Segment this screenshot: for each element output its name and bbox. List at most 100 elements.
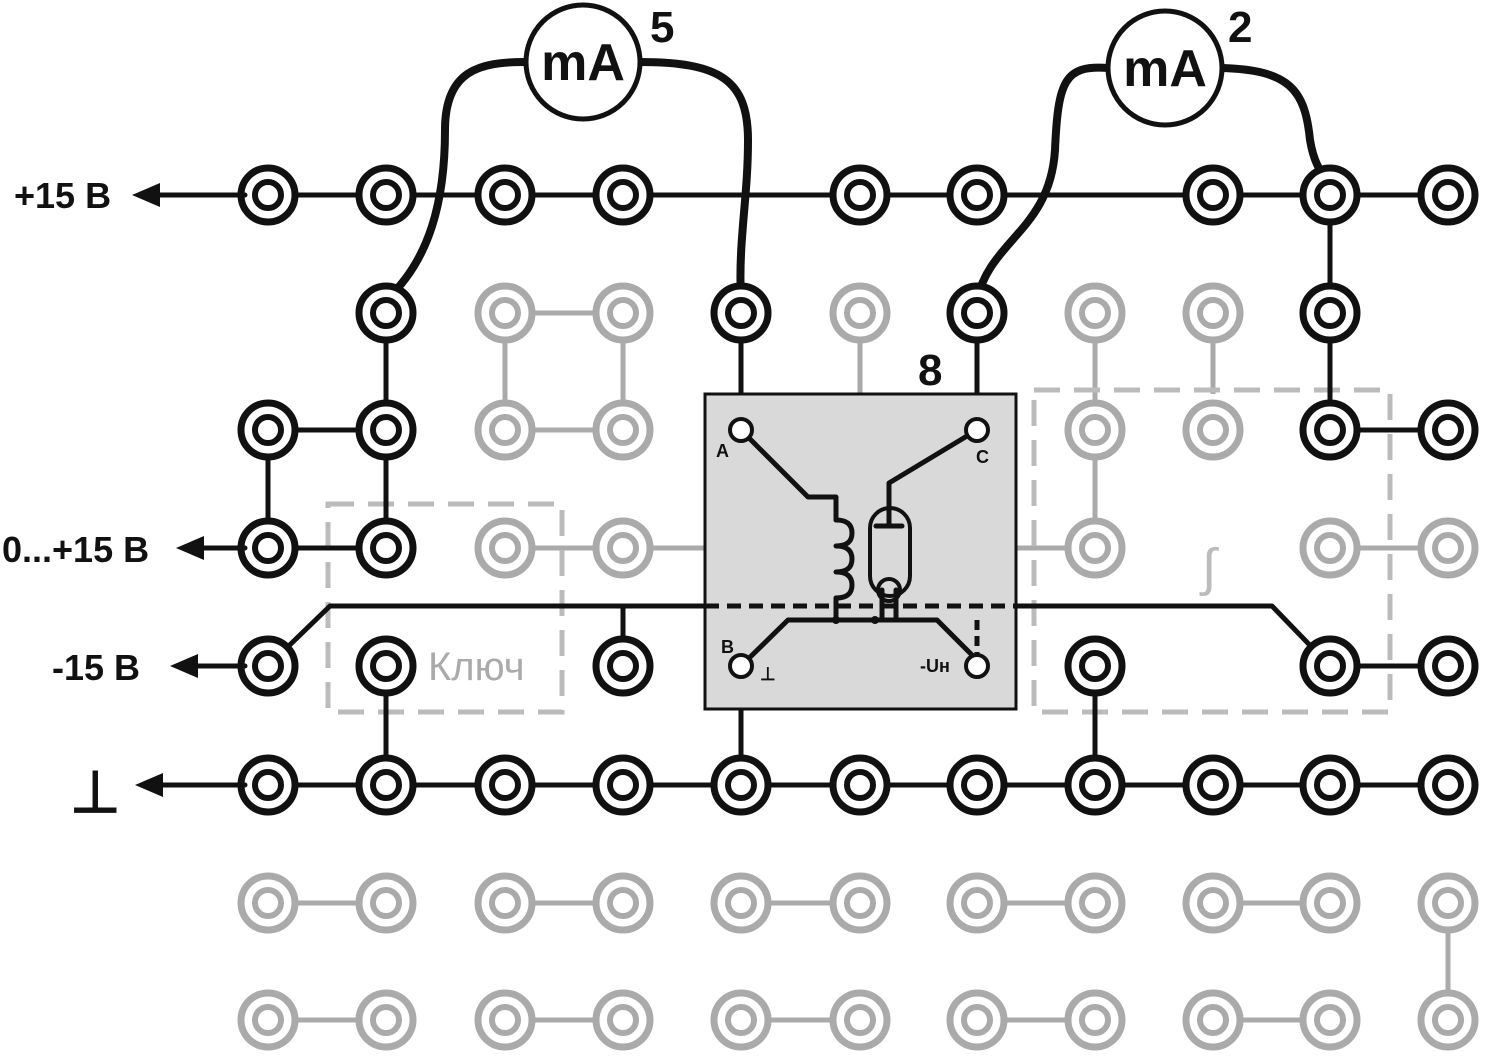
socket-active[interactable] — [1417, 399, 1479, 461]
socket-inactive[interactable] — [355, 872, 417, 934]
socket-active[interactable] — [592, 754, 654, 816]
socket-active[interactable] — [355, 517, 417, 579]
socket-inactive[interactable] — [1299, 872, 1361, 934]
socket-active[interactable] — [1417, 754, 1479, 816]
socket-active[interactable] — [829, 164, 891, 226]
socket-active[interactable] — [237, 635, 299, 697]
socket-active[interactable] — [1417, 164, 1479, 226]
ammeter-2[interactable]: mA 2 — [1105, 3, 1252, 128]
socket-active[interactable] — [829, 754, 891, 816]
integrator-label: ∫ — [1199, 539, 1219, 597]
minus15-label: -15 В — [52, 647, 140, 688]
socket-active[interactable] — [355, 282, 417, 344]
socket-active[interactable] — [710, 754, 772, 816]
coil-icon — [833, 517, 855, 601]
socket-inactive[interactable] — [1064, 517, 1126, 579]
socket-inactive[interactable] — [1064, 989, 1126, 1051]
socket-inactive[interactable] — [592, 517, 654, 579]
plus15-arrow-icon — [132, 183, 248, 207]
socket-inactive[interactable] — [592, 872, 654, 934]
socket-inactive[interactable] — [1182, 282, 1244, 344]
socket-active[interactable] — [1064, 754, 1126, 816]
module-ground-mark: ⊥ — [760, 664, 776, 684]
socket-inactive[interactable] — [1417, 517, 1479, 579]
minus15-arrow-icon — [170, 654, 248, 678]
socket-inactive[interactable] — [474, 399, 536, 461]
pin-c[interactable] — [964, 417, 990, 443]
ammeter-5-number: 5 — [650, 3, 674, 52]
socket-active[interactable] — [355, 754, 417, 816]
socket-inactive[interactable] — [1417, 872, 1479, 934]
socket-inactive[interactable] — [1064, 399, 1126, 461]
socket-active[interactable] — [1299, 754, 1361, 816]
socket-inactive[interactable] — [592, 282, 654, 344]
socket-active[interactable] — [1299, 164, 1361, 226]
socket-active[interactable] — [1299, 282, 1361, 344]
socket-inactive[interactable] — [592, 989, 654, 1051]
socket-inactive[interactable] — [829, 989, 891, 1051]
pin-b-label: B — [721, 637, 734, 657]
socket-inactive[interactable] — [1182, 989, 1244, 1051]
socket-inactive[interactable] — [474, 872, 536, 934]
module-8: A C B ⊥ -Uн 8 — [703, 346, 1018, 711]
socket-active[interactable] — [237, 517, 299, 579]
socket-inactive[interactable] — [946, 872, 1008, 934]
pin-un-label: -Uн — [920, 656, 950, 676]
socket-active[interactable] — [1182, 754, 1244, 816]
socket-inactive[interactable] — [1299, 517, 1361, 579]
ground-label: ⊥ — [70, 760, 121, 825]
socket-active[interactable] — [237, 754, 299, 816]
socket-active[interactable] — [946, 282, 1008, 344]
socket-active[interactable] — [1064, 635, 1126, 697]
socket-active[interactable] — [946, 164, 1008, 226]
socket-active[interactable] — [592, 635, 654, 697]
socket-inactive[interactable] — [237, 989, 299, 1051]
socket-inactive[interactable] — [474, 517, 536, 579]
socket-active[interactable] — [237, 164, 299, 226]
plus15-label: +15 В — [14, 175, 111, 216]
pin-b[interactable] — [728, 653, 754, 679]
module-number: 8 — [918, 346, 942, 395]
socket-inactive[interactable] — [1064, 872, 1126, 934]
socket-active[interactable] — [1182, 164, 1244, 226]
socket-active[interactable] — [355, 164, 417, 226]
pin-a[interactable] — [728, 417, 754, 443]
socket-inactive[interactable] — [1182, 872, 1244, 934]
socket-active[interactable] — [946, 754, 1008, 816]
var15-arrow-icon — [176, 536, 248, 560]
socket-inactive[interactable] — [1417, 989, 1479, 1051]
socket-active[interactable] — [1299, 399, 1361, 461]
ammeter-5[interactable]: mA 5 — [523, 2, 674, 122]
ammeter-5-label: mA — [541, 34, 625, 92]
socket-active[interactable] — [474, 164, 536, 226]
socket-active[interactable] — [237, 399, 299, 461]
socket-inactive[interactable] — [1064, 282, 1126, 344]
socket-active[interactable] — [474, 754, 536, 816]
socket-inactive[interactable] — [710, 872, 772, 934]
supply-labels: +15 В 0...+15 В -15 В ⊥ — [2, 175, 248, 825]
pin-a-label: A — [716, 441, 729, 461]
socket-inactive[interactable] — [592, 399, 654, 461]
socket-active[interactable] — [355, 635, 417, 697]
lamp-icon — [868, 506, 912, 598]
socket-inactive[interactable] — [1299, 989, 1361, 1051]
ammeter-2-number: 2 — [1228, 3, 1252, 52]
socket-active[interactable] — [592, 164, 654, 226]
socket-inactive[interactable] — [1182, 399, 1244, 461]
var15-label: 0...+15 В — [2, 529, 149, 570]
socket-inactive[interactable] — [829, 282, 891, 344]
ground-arrow-icon — [135, 773, 248, 797]
socket-inactive[interactable] — [710, 989, 772, 1051]
socket-active[interactable] — [710, 282, 772, 344]
socket-active[interactable] — [355, 399, 417, 461]
socket-inactive[interactable] — [946, 989, 1008, 1051]
socket-active[interactable] — [1299, 635, 1361, 697]
socket-inactive[interactable] — [474, 282, 536, 344]
pin-un[interactable] — [964, 653, 990, 679]
socket-inactive[interactable] — [829, 872, 891, 934]
socket-inactive[interactable] — [237, 872, 299, 934]
socket-active[interactable] — [1417, 635, 1479, 697]
socket-inactive[interactable] — [355, 989, 417, 1051]
socket-inactive[interactable] — [474, 989, 536, 1051]
